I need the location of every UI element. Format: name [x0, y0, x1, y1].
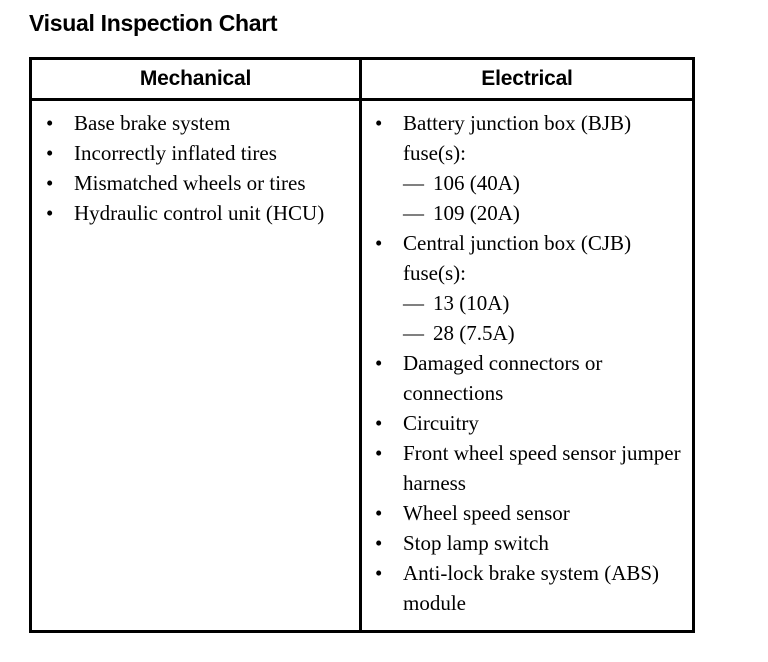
- sub-list-item: — 28 (7.5A): [403, 318, 686, 348]
- bullet-icon: •: [375, 531, 383, 555]
- bullet-icon: •: [46, 201, 54, 225]
- list-item-label: Front wheel speed sensor jumper harness: [403, 441, 681, 495]
- table-header-cell-mechanical: Mechanical: [32, 60, 362, 98]
- list-item-label: Wheel speed sensor: [403, 501, 570, 525]
- mechanical-content: • Base brake system • Incorrectly inflated …: [32, 101, 359, 228]
- bullet-icon: •: [375, 501, 383, 525]
- mechanical-bullet-list: • Base brake system • Incorrectly inflated …: [44, 108, 353, 228]
- list-item-label: Circuitry: [403, 411, 479, 435]
- sub-list-item: — 106 (40A): [403, 168, 686, 198]
- sub-list-item-label: 109 (20A): [433, 201, 520, 225]
- page-title: Visual Inspection Chart: [29, 10, 278, 36]
- electrical-content: • Battery junction box (BJB) fuse(s): — 106…: [362, 101, 692, 618]
- list-item: • Base brake system: [44, 108, 353, 138]
- sub-list: — 106 (40A) — 109 (20A): [403, 168, 686, 228]
- list-item: • Anti-lock brake system (ABS) module: [372, 558, 686, 618]
- table-cell-mechanical: • Base brake system • Incorrectly inflated …: [32, 101, 362, 630]
- list-item-label: Stop lamp switch: [403, 531, 549, 555]
- table-body-row: • Base brake system • Incorrectly inflated …: [32, 101, 692, 630]
- electrical-bullet-list: • Battery junction box (BJB) fuse(s): — 106…: [372, 108, 686, 618]
- em-dash-icon: —: [403, 201, 424, 225]
- list-item: • Wheel speed sensor: [372, 498, 686, 528]
- em-dash-icon: —: [403, 171, 424, 195]
- bullet-icon: •: [46, 141, 54, 165]
- bullet-icon: •: [46, 171, 54, 195]
- column-header-electrical-label: Electrical: [481, 67, 573, 90]
- list-item-label: Anti-lock brake system (ABS) module: [403, 561, 660, 615]
- bullet-icon: •: [46, 111, 54, 135]
- list-item-label: Base brake system: [74, 111, 231, 135]
- list-item: • Battery junction box (BJB) fuse(s): — 106…: [372, 108, 686, 228]
- em-dash-icon: —: [403, 291, 424, 315]
- column-header-mechanical-label: Mechanical: [139, 67, 252, 90]
- bullet-icon: •: [375, 231, 383, 255]
- bullet-icon: •: [375, 411, 383, 435]
- list-item-label: Mismatched wheels or tires: [74, 171, 306, 195]
- sub-list-item-label: 106 (40A): [433, 171, 520, 195]
- list-item-label: Incorrectly inflated tires: [74, 141, 277, 165]
- list-item: • Central junction box (CJB) fuse(s): — 13 …: [372, 228, 686, 348]
- visual-inspection-table: Mechanical Electrical • Base brake system…: [29, 57, 695, 633]
- list-item: • Stop lamp switch: [372, 528, 686, 558]
- table-cell-electrical: • Battery junction box (BJB) fuse(s): — 106…: [362, 101, 692, 630]
- bullet-icon: •: [375, 111, 383, 135]
- list-item: • Incorrectly inflated tires: [44, 138, 353, 168]
- list-item-label: Central junction box (CJB) fuse(s):: [403, 231, 632, 285]
- list-item: • Circuitry: [372, 408, 686, 438]
- bullet-icon: •: [375, 351, 383, 375]
- table-header-cell-electrical: Electrical: [362, 60, 692, 98]
- table-header-row: Mechanical Electrical: [32, 60, 692, 101]
- sub-list-item: — 13 (10A): [403, 288, 686, 318]
- list-item: • Hydraulic control unit (HCU): [44, 198, 353, 228]
- list-item: • Mismatched wheels or tires: [44, 168, 353, 198]
- list-item-label: Hydraulic control unit (HCU): [74, 201, 325, 225]
- list-item-label: Damaged connectors or connections: [403, 351, 603, 405]
- bullet-icon: •: [375, 561, 383, 585]
- sub-list-item-label: 28 (7.5A): [433, 321, 515, 345]
- list-item-label: Battery junction box (BJB) fuse(s):: [403, 111, 632, 165]
- bullet-icon: •: [375, 441, 383, 465]
- sub-list-item: — 109 (20A): [403, 198, 686, 228]
- list-item: • Front wheel speed sensor jumper harness: [372, 438, 686, 498]
- list-item: • Damaged connectors or connections: [372, 348, 686, 408]
- sub-list-item-label: 13 (10A): [433, 291, 510, 315]
- em-dash-icon: —: [403, 321, 424, 345]
- sub-list: — 13 (10A) — 28 (7.5A): [403, 288, 686, 348]
